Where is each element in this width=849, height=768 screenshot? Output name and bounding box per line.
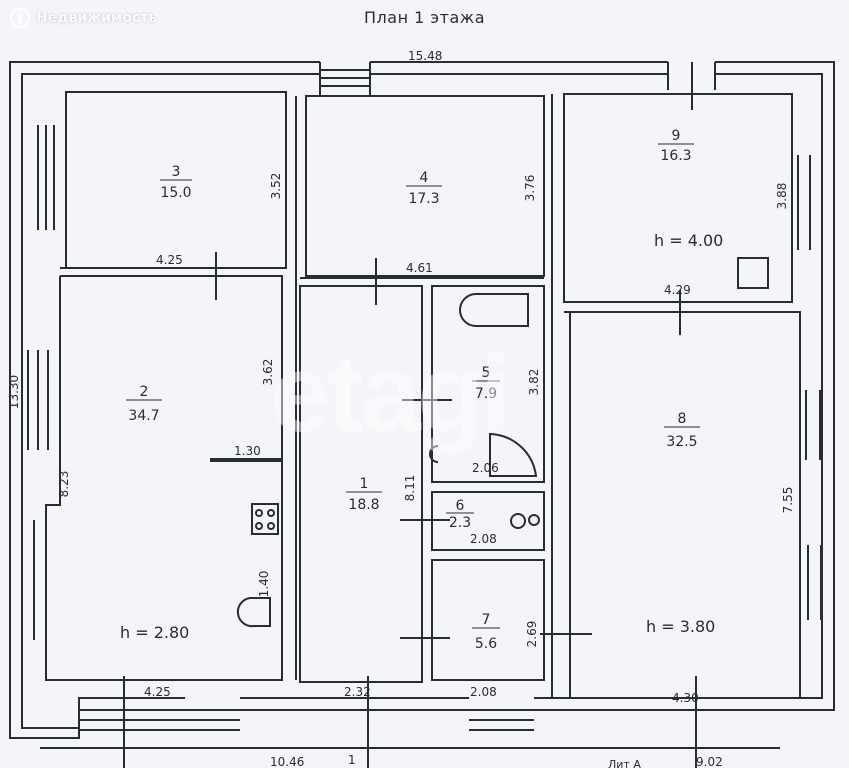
dim-bottom-marker: 1 [348,753,356,767]
sink-room-6 [510,513,526,530]
plan-title: План 1 этажа [364,8,485,27]
dim-bottom-left: 10.46 [270,755,304,768]
window-right-1 [797,155,823,250]
room-2-area: 34.7 [128,408,159,424]
room-8-number: 8 [678,411,687,427]
dim-total-height: 13.30 [7,375,21,409]
window-bottom-3 [469,709,534,731]
dim-room-2-upper: 3.62 [261,359,275,386]
dim-room-4-height: 3.76 [523,175,537,202]
chimney [737,257,769,289]
room-8-outline [566,311,801,699]
window-bottom-2 [185,709,240,731]
room-6-number: 6 [456,498,465,514]
dim-partition: 1.30 [234,444,261,458]
dim-room-5-height: 3.82 [527,369,541,396]
bathtub [459,293,529,327]
room-6-area: 2.3 [449,515,471,531]
window-left-2 [27,350,49,450]
dim-kitchen: 1.40 [257,571,271,598]
room-2-outline [45,275,283,681]
dim-room-3-height: 3.52 [269,173,283,200]
dim-room-8-width: 4.30 [672,691,699,705]
sink-room-5 [429,445,439,463]
room-7-number: 7 [482,612,491,628]
window-right-2 [805,390,835,460]
room-5-outline [431,285,545,483]
dim-room-1-width: 2.32 [344,685,371,699]
height-room-8: h = 3.80 [646,617,715,636]
dim-total-width: 15.48 [408,49,442,63]
room-3-area: 15.0 [160,185,191,201]
dim-room-9-width: 4.29 [664,283,691,297]
room-4-outline [305,95,545,277]
room-1-area: 18.8 [348,497,379,513]
dim-room-4-width: 4.61 [406,261,433,275]
height-room-9: h = 4.00 [654,231,723,250]
room-7-outline [431,559,545,681]
yandex-logo-icon [10,8,30,28]
window-top-2 [667,62,716,110]
dim-room-2-width: 4.25 [144,685,171,699]
outer-wall-outer [9,61,835,739]
dim-room-2-height: 8.23 [57,471,71,498]
dim-room-6-width: 2.08 [470,532,497,546]
room-3-number: 3 [172,164,181,180]
window-left-1 [37,125,55,230]
room-1-number: 1 [360,476,369,492]
room-9-area: 16.3 [660,148,691,164]
dim-room-3-width: 4.25 [156,253,183,267]
room-9-outline [563,93,793,303]
watermark: Недвижимость [10,8,157,28]
room-2-number: 2 [140,384,149,400]
dim-room-7-height: 2.69 [525,621,539,648]
outer-wall-inner [21,73,823,729]
window-bottom-1 [79,709,185,731]
room-1-outline [299,285,423,683]
room-7-area: 5.6 [475,636,497,652]
dim-room-5-width: 2.06 [472,461,499,475]
dim-room-7-width: 2.08 [470,685,497,699]
room-8-area: 32.5 [666,434,697,450]
kitchen-sink [236,597,271,628]
shower [489,432,538,477]
room-4-number: 4 [420,170,429,186]
dim-room-8-height: 7.55 [781,487,795,514]
room-5-area: 7.9 [475,386,497,402]
dim-bottom-right: 9.02 [696,755,723,768]
watermark-text: Недвижимость [36,10,158,26]
room-5-number: 5 [482,365,491,381]
dim-room-9-height: 3.88 [775,183,789,210]
window-top-1 [319,62,371,96]
window-left-3 [21,520,47,640]
lit-label: Лит А [608,758,641,768]
kitchen-stove [251,503,279,535]
window-right-3 [807,545,835,620]
room-4-area: 17.3 [408,191,439,207]
height-room-2: h = 2.80 [120,623,189,642]
dim-room-1-height: 8.11 [403,475,417,502]
room-9-number: 9 [672,128,681,144]
